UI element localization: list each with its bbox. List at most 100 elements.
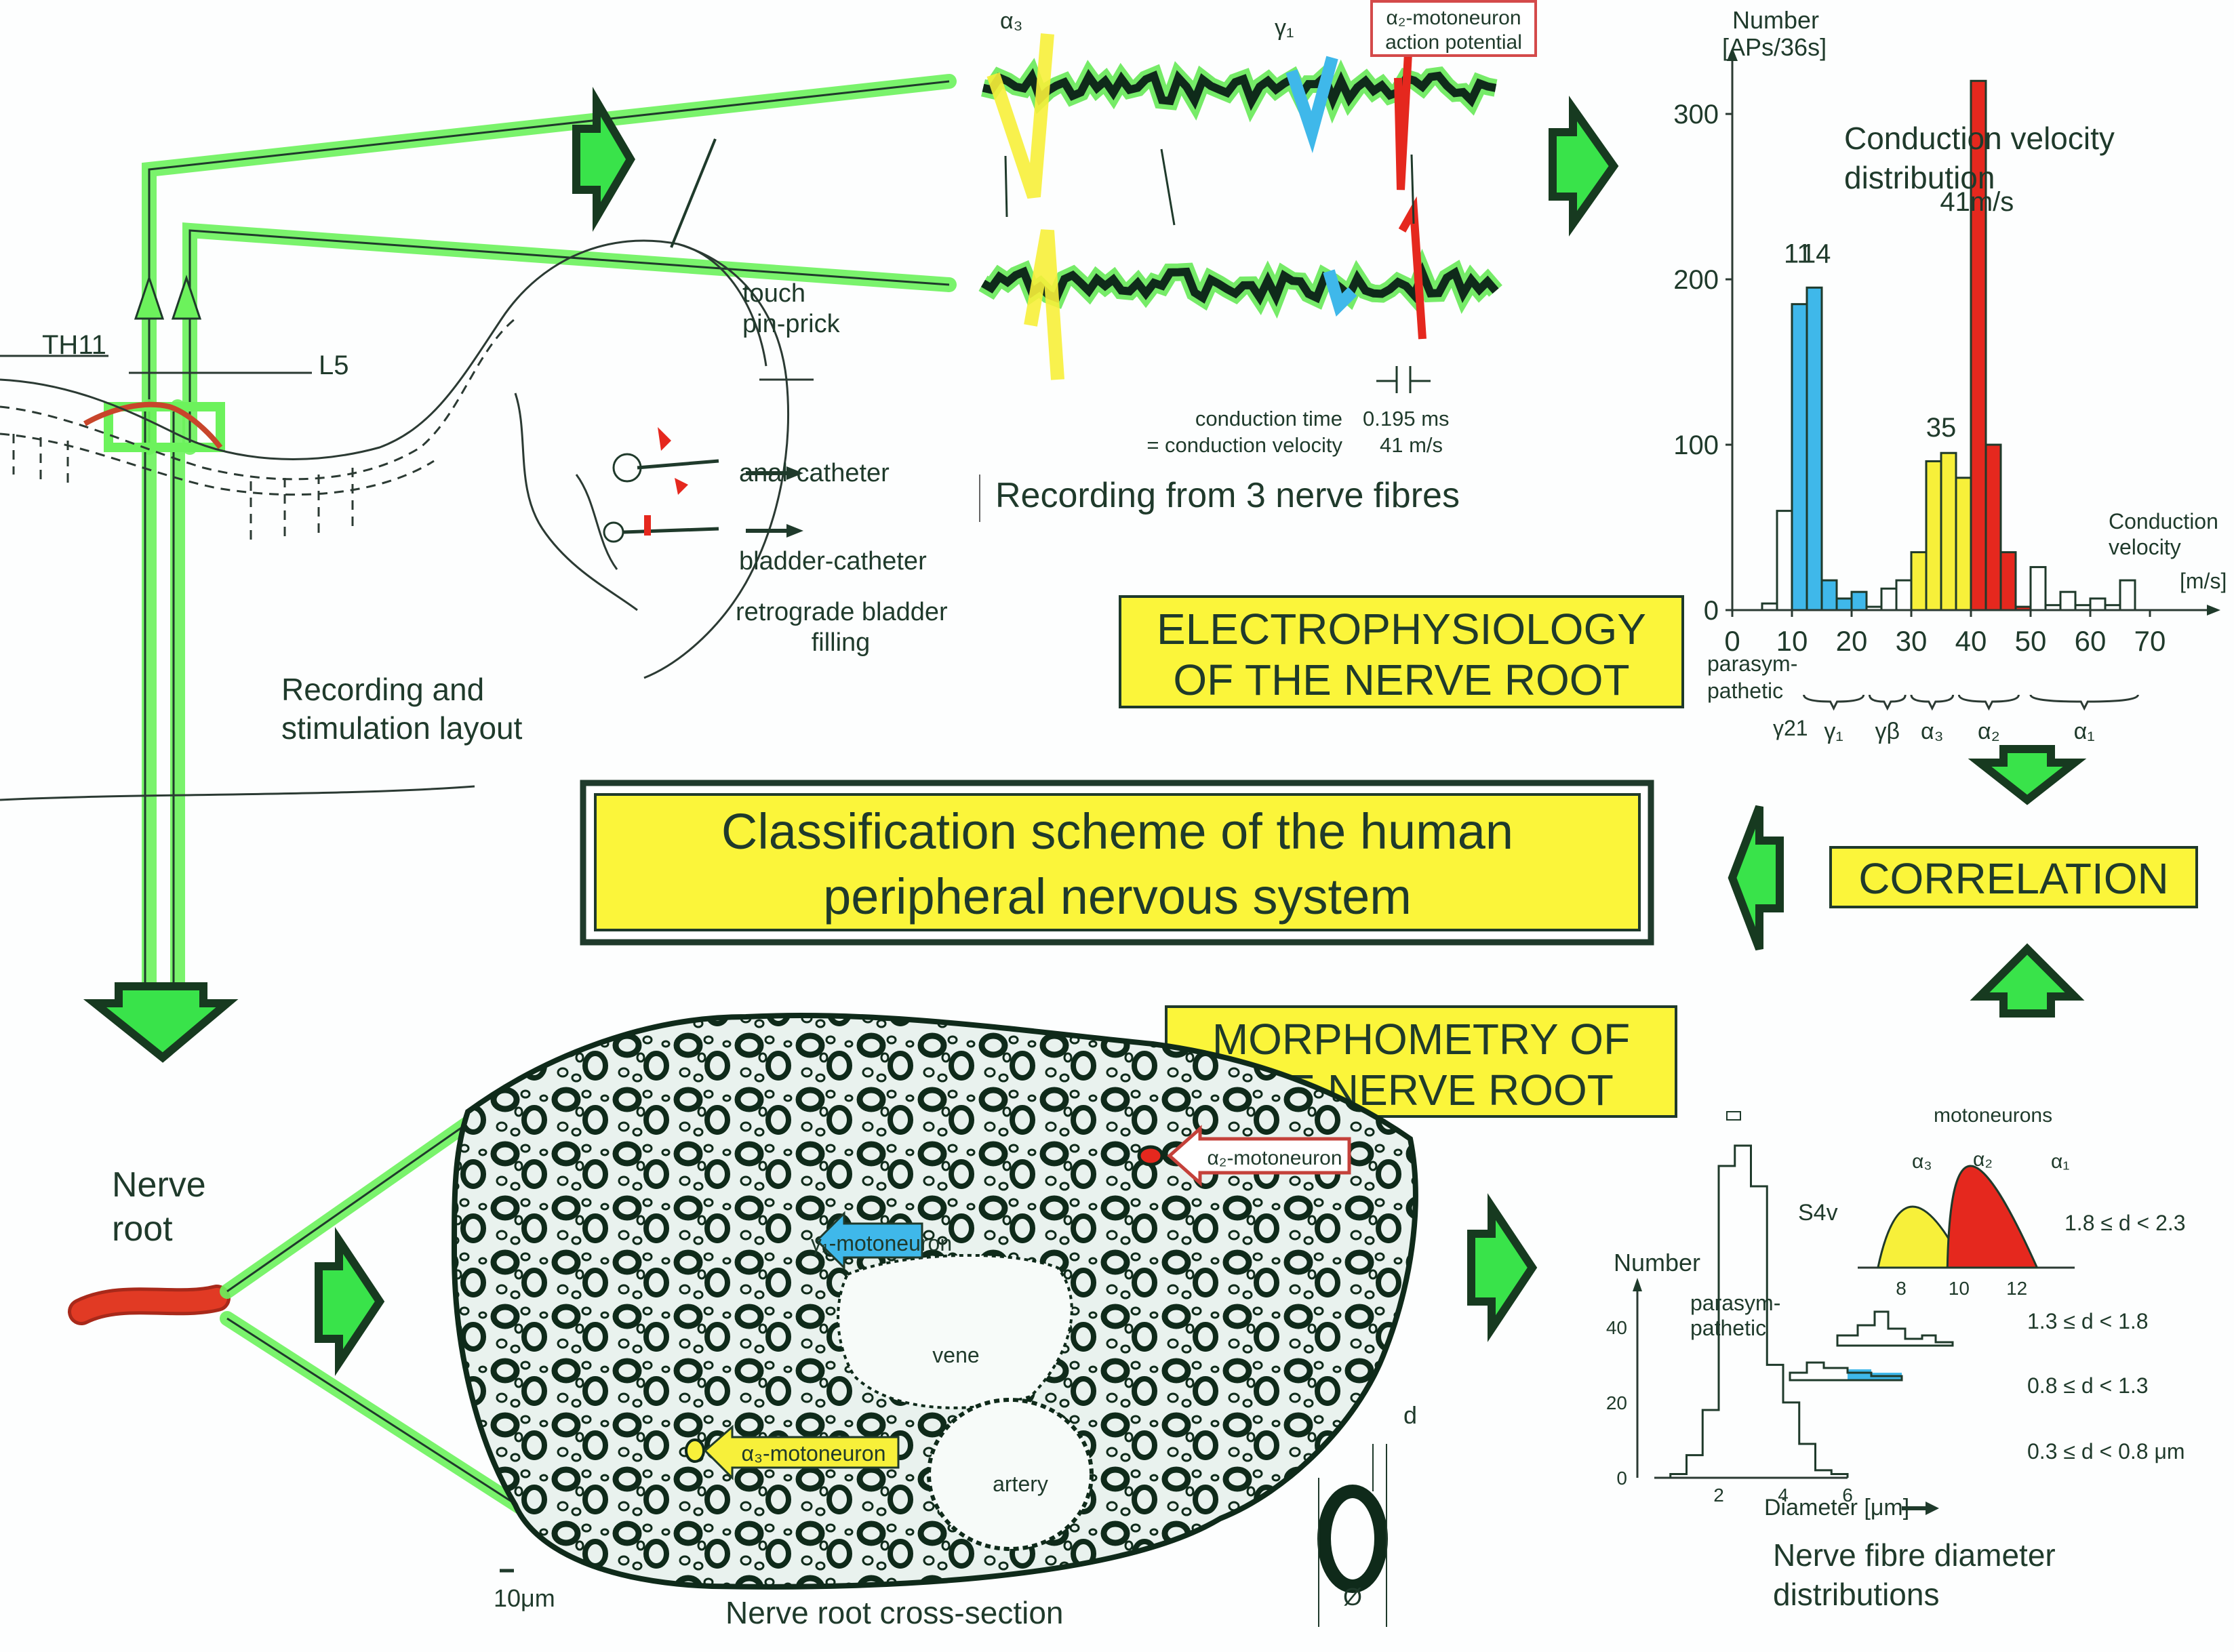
cv-bar <box>1999 551 2017 611</box>
dd-title-line2: distributions <box>1773 1577 1939 1612</box>
label-vene: vene <box>932 1343 979 1367</box>
sphincter-red-2 <box>675 478 688 495</box>
cv-annotation: 41m/s <box>1940 187 2014 217</box>
cv-xlabel-line1: Conduction <box>2109 509 2218 533</box>
spine-outline <box>0 239 767 460</box>
layout-caption-line2: stimulation layout <box>281 710 523 746</box>
anal-arrow-icon <box>746 466 803 480</box>
dd-title-line1: Nerve fibre diameter <box>1773 1537 2056 1573</box>
label-bladder-catheter: bladder-catheter <box>739 547 927 576</box>
alpha2-pointer: α₂-motoneuron <box>1167 1125 1351 1187</box>
dd-sub1-xtick-label: 8 <box>1896 1278 1907 1299</box>
bladder-sphincter-red <box>644 515 651 536</box>
cv-xtick-label: 20 <box>1836 625 1868 657</box>
dd-parasym-line1: parasym- <box>1690 1291 1780 1315</box>
electrophysiology-line1: ELECTROPHYSIOLOGY <box>1157 605 1646 653</box>
dd-xlabel-arrow-icon <box>1902 1502 1939 1515</box>
cv-xtick-label: 70 <box>2134 625 2166 657</box>
dd-peak-alpha1: α₁ <box>2051 1150 2069 1173</box>
alpha2-spike-2 <box>1398 196 1427 340</box>
flow-arrow-right-icon <box>1549 96 1619 237</box>
vene-region <box>837 1253 1073 1409</box>
cv-bar <box>1955 477 1972 611</box>
cv-group-label: α₃ <box>1921 719 1944 744</box>
electrophysiology-label: ELECTROPHYSIOLOGY OF THE NERVE ROOT <box>1119 595 1684 708</box>
dd-y-axis-arrow-icon <box>1633 1278 1642 1291</box>
dd-sub2-histogram <box>1836 1310 1954 1347</box>
dd-main-histogram <box>1669 1144 1849 1478</box>
anal-catheter-line <box>637 459 719 470</box>
cv-xlabel-unit: [m/s] <box>2180 569 2227 593</box>
lead-lower <box>188 229 950 447</box>
cv-bar <box>1895 579 1913 611</box>
lead-up-arrow-icon <box>134 275 165 320</box>
label-alpha3-spike: α₃ <box>1000 8 1023 34</box>
cross-section-caption: Nerve root cross-section <box>725 1595 1064 1630</box>
dd-alpha2-curve <box>1946 1165 2039 1269</box>
vertebrae <box>12 434 354 542</box>
nerve-root: Nerve root <box>68 1111 530 1516</box>
cv-group-label: γ₁ <box>1824 719 1843 744</box>
fibre-legend-diameter: Ø <box>1343 1583 1362 1611</box>
pin-prick-needle-icon <box>670 138 717 248</box>
conduction-time-label: conduction time <box>1195 407 1342 430</box>
spinal-cord-segment <box>83 401 223 449</box>
cv-ytick-label: 0 <box>1704 596 1719 626</box>
conduction-velocity-label: = conduction velocity <box>1146 433 1342 457</box>
dd-ylabel: Number <box>1614 1249 1700 1276</box>
electrophysiology-line2: OF THE NERVE ROOT <box>1173 656 1629 704</box>
electrophysiology-box <box>1119 595 1684 708</box>
nerve-cross-section: vene artery α₂-motoneuron γ₁-motoneuron … <box>451 1013 1418 1630</box>
correlation-label: CORRELATION <box>1829 846 2198 908</box>
cv-x-axis-arrow-icon <box>2207 605 2220 616</box>
cv-annotation: 14 <box>1801 239 1831 269</box>
conduction-time-value: 0.195 ms <box>1363 407 1450 430</box>
cv-group-label: γβ <box>1875 719 1900 744</box>
alpha3-latency-arrow <box>1004 155 1008 218</box>
cv-ytick-label: 300 <box>1673 100 1719 129</box>
cv-bar <box>1776 510 1793 611</box>
cv-title-line2: distribution <box>1844 160 1995 195</box>
alpha2-pointer-arrow-icon <box>1167 1125 1351 1187</box>
dd-ytick-label: 40 <box>1606 1317 1627 1338</box>
alpha2-pointer-label: α₂-motoneuron <box>1207 1147 1342 1169</box>
anal-sphincter-red <box>658 427 671 451</box>
nerve-root-fill <box>71 1288 227 1322</box>
dd-motoneurons-label: motoneurons <box>1934 1104 2052 1127</box>
lead-lower-glow <box>182 222 957 455</box>
cv-group-parasym-1: parasym- <box>1707 651 1797 676</box>
cv-bar <box>1880 587 1898 611</box>
bladder-neck <box>603 521 624 543</box>
bladder-catheter-line <box>623 527 719 534</box>
zoom-line-upper-wire <box>226 1117 475 1293</box>
cv-xtick-label: 10 <box>1776 625 1808 657</box>
cv-bar <box>2059 590 2077 611</box>
cv-group-parasym-2: pathetic <box>1707 679 1783 703</box>
alpha3-pointer-arrow-icon <box>703 1424 900 1480</box>
dd-sub1-xtick-label: 12 <box>2006 1278 2027 1299</box>
spine-dash-2 <box>0 432 435 496</box>
lead-upper <box>148 80 950 447</box>
label-th11: TH11 <box>42 330 106 360</box>
flow-arrow-left-icon <box>1728 805 1784 951</box>
cv-ytick-label: 100 <box>1673 430 1719 460</box>
ground-line <box>0 785 475 801</box>
lead-up-arrow-icon <box>171 275 202 320</box>
cv-bar <box>1940 451 1957 611</box>
recording-caption: Recording from 3 nerve fibres <box>995 476 1460 515</box>
cv-ylabel-line1: Number <box>1732 6 1819 34</box>
cv-xtick-label: 30 <box>1896 625 1928 657</box>
cv-annotation: 35 <box>1926 413 1957 443</box>
cv-bar <box>1791 303 1808 611</box>
flow-arrow-right-icon <box>572 86 635 233</box>
label-retrograde: retrograde bladder <box>736 598 948 626</box>
label-artery: artery <box>993 1472 1048 1496</box>
dd-parasym-line2: pathetic <box>1690 1316 1766 1340</box>
cv-xtick-label: 0 <box>1724 625 1740 657</box>
gamma1-pointer: γ₁-motoneuron <box>811 1211 952 1270</box>
alpha2-fibre <box>1137 1145 1164 1167</box>
cv-title-line1: Conduction velocity <box>1844 121 2115 156</box>
flow-arrow-down-icon <box>83 982 239 1063</box>
dd-ytick-label: 20 <box>1606 1392 1627 1413</box>
